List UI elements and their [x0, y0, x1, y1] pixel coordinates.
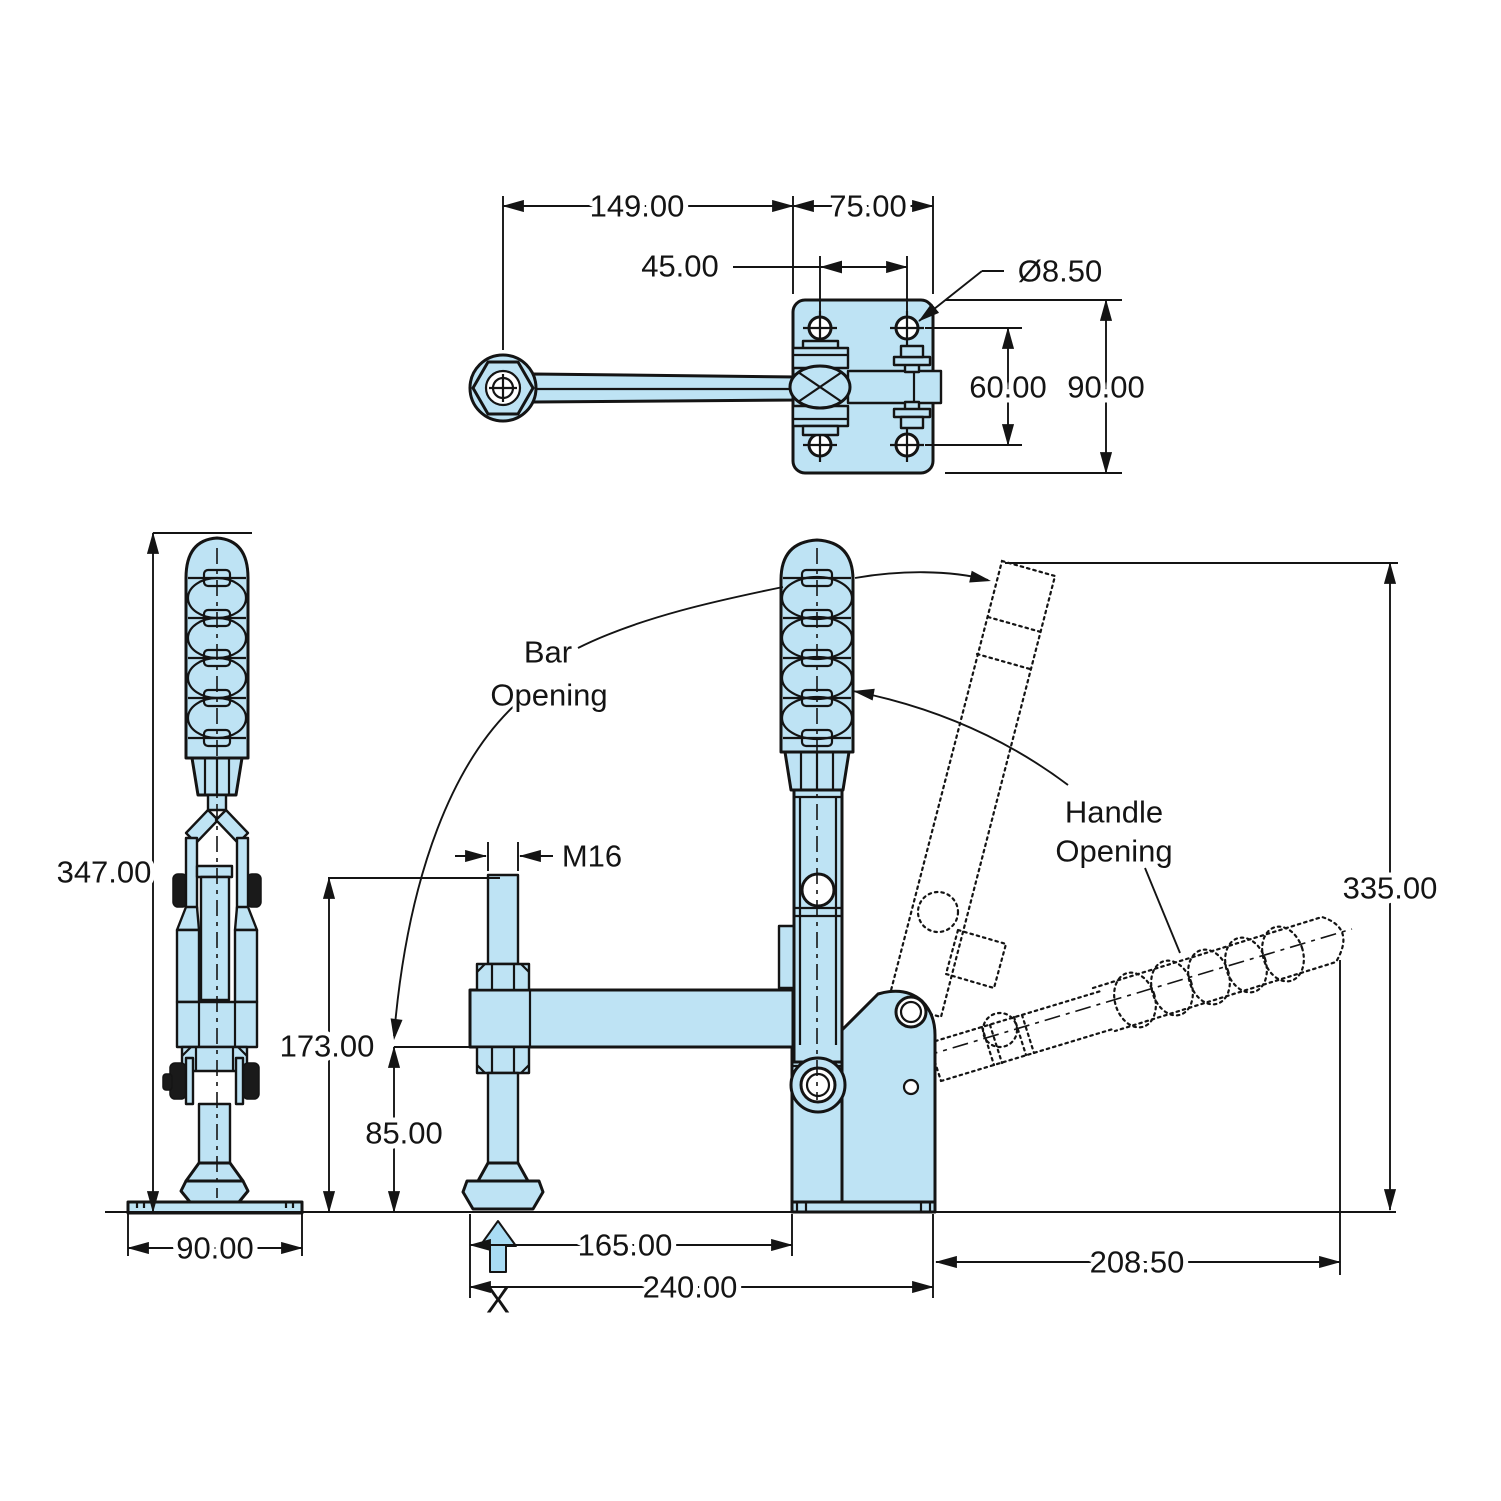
dim-clearance-height: 85.00 — [365, 1116, 443, 1151]
label-bar-opening-line1: Bar — [524, 635, 572, 670]
side-view: 347.00 90.00 — [52, 532, 304, 1271]
side-base-plate — [126, 1200, 304, 1215]
label-datum: X — [486, 1280, 510, 1321]
dim-open-height: 335.00 — [1343, 871, 1438, 906]
dim-bar-height: 173.00 — [280, 1029, 375, 1064]
clamp-bar — [468, 988, 795, 1049]
phantom-handle-open — [921, 915, 1353, 1083]
front-view-dimensions: M16 173.00 85.00 165.00 240.00 208.50 33… — [105, 562, 1442, 1310]
clamp-bolts-top — [892, 344, 932, 430]
top-view-dimensions: 149.00 75.00 45.00 Ø8.50 60.00 90.00 — [502, 184, 1150, 474]
dim-spindle-to-body: 165.00 — [578, 1228, 673, 1263]
side-column — [199, 875, 231, 1002]
dim-hole-spacing-y: 60.00 — [969, 370, 1047, 405]
spindle-foot — [476, 1161, 530, 1183]
dim-total-length: 240.00 — [643, 1270, 738, 1305]
arm-eye-nut — [468, 353, 538, 423]
handle-lever — [777, 538, 855, 1114]
label-bar-opening-line2: Opening — [490, 678, 607, 713]
dim-total-height: 347.00 — [57, 855, 152, 890]
annotations: Bar Opening Handle Opening — [388, 570, 1181, 1041]
top-bar-end — [846, 369, 943, 405]
phantom-bar-open — [886, 559, 1057, 1019]
top-view: 149.00 75.00 45.00 Ø8.50 60.00 90.00 — [468, 184, 1150, 475]
dim-plate-width: 75.00 — [829, 189, 907, 224]
dim-base-width: 90.00 — [176, 1231, 254, 1266]
side-view-dimensions: 347.00 90.00 — [52, 532, 303, 1271]
clamping-point: X — [479, 1220, 517, 1321]
dim-plate-height: 90.00 — [1067, 370, 1145, 405]
dim-spindle-thread: M16 — [562, 839, 622, 874]
label-handle-opening-line1: Handle — [1065, 795, 1163, 830]
label-handle-opening-line2: Opening — [1055, 834, 1172, 869]
front-view: Bar Opening Handle Opening X M16 173.00 … — [105, 538, 1442, 1321]
dim-handle-reach: 208.50 — [1090, 1245, 1185, 1280]
dim-arm-length: 149.00 — [590, 189, 685, 224]
clamp-body — [790, 989, 937, 1214]
mounting-holes — [803, 311, 924, 462]
dim-hole-spacing-x: 45.00 — [641, 249, 719, 284]
clamp-mechanism-top — [788, 339, 943, 437]
body-base-flange — [790, 1200, 937, 1214]
dim-hole-diameter: Ø8.50 — [1018, 254, 1102, 289]
clamping-force-arrow — [479, 1220, 517, 1273]
spindle — [461, 873, 545, 1211]
